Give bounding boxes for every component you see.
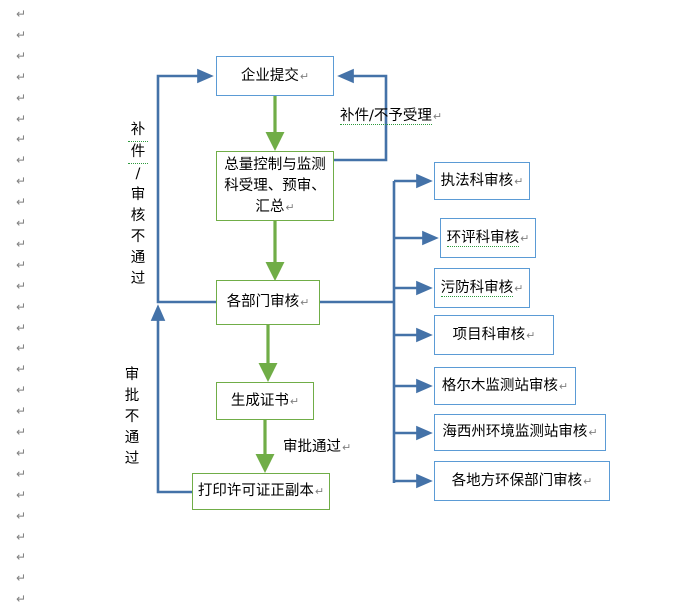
- node-print-license[interactable]: 打印许可证正副本↵: [192, 473, 330, 510]
- node-label: 打印许可证正副本: [197, 483, 314, 499]
- paragraph-mark-icon: ↵: [342, 441, 352, 454]
- paragraph-mark-icon: ↵: [558, 379, 569, 393]
- edge-label-char: 审: [124, 367, 140, 383]
- node-label: 各部门审核: [226, 294, 300, 310]
- paragraph-mark-icon: ↵: [16, 529, 27, 544]
- paragraph-mark-icon: ↵: [514, 174, 524, 188]
- edge-label-char: 批: [124, 388, 140, 404]
- node-label: 生成证书: [230, 392, 289, 409]
- paragraph-mark-icon: ↵: [16, 341, 27, 356]
- paragraph-mark-icon: ↵: [16, 27, 27, 42]
- paragraph-mark-icon: ↵: [16, 487, 27, 502]
- paragraph-mark-icon: ↵: [16, 69, 27, 84]
- node-local-epb-review[interactable]: 各地方环保部门审核↵: [434, 461, 610, 501]
- paragraph-mark-icon: ↵: [16, 7, 27, 21]
- edge-label-reject: 补件/不予受理↵: [340, 106, 442, 127]
- paragraph-mark-icon: ↵: [16, 174, 27, 189]
- paragraph-mark-icon: ↵: [16, 571, 27, 586]
- paragraph-mark-icon: ↵: [16, 445, 27, 460]
- paragraph-mark-icon: ↵: [16, 132, 27, 147]
- paragraph-mark-icon: ↵: [16, 111, 27, 126]
- edge-label-char: 过: [124, 451, 140, 467]
- paragraph-mark-icon: ↵: [300, 296, 310, 309]
- paragraph-mark-icon: ↵: [588, 426, 598, 439]
- edge-label-char: 不: [124, 409, 140, 425]
- edge-label-resubmit-or-rejected: 补件 / 审核不通过: [128, 120, 148, 290]
- paragraph-mark-icon: ↵: [16, 320, 27, 335]
- paragraph-mark-icon: ↵: [526, 328, 536, 342]
- paragraph-mark-icon: ↵: [314, 485, 325, 498]
- node-golmud-station-review[interactable]: 格尔木监测站审核↵: [434, 367, 576, 405]
- edge-label-char: 不: [130, 229, 146, 245]
- node-enforcement-review[interactable]: 执法科审核↵: [434, 162, 530, 200]
- paragraph-mark-icon: ↵: [583, 474, 593, 488]
- edge-label-char: 通: [130, 250, 146, 266]
- paragraph-mark-icon: ↵: [285, 200, 295, 214]
- paragraph-mark-icon: ↵: [16, 90, 27, 105]
- paragraph-mark-icon: ↵: [289, 394, 300, 408]
- paragraph-mark-icon: ↵: [16, 48, 27, 63]
- paragraph-mark-icon: ↵: [16, 404, 27, 419]
- edge-label-text: 审批通过: [283, 439, 341, 455]
- paragraph-mark-icon: ↵: [299, 69, 310, 83]
- paragraph-mark-icon: ↵: [16, 466, 27, 481]
- node-label: 污防科审核: [440, 279, 514, 297]
- edge-label-char: 件: [128, 142, 148, 164]
- paragraph-mark-icon: ↵: [16, 236, 27, 251]
- paragraph-mark-icon: ↵: [16, 425, 27, 439]
- edge-label-char: 补: [128, 120, 148, 142]
- node-label: 各地方环保部门审核: [451, 472, 583, 489]
- edge-label-char: 通: [124, 430, 140, 446]
- edge-label-char: /: [135, 166, 141, 182]
- paragraph-mark-icon: ↵: [16, 508, 27, 523]
- node-department-review[interactable]: 各部门审核↵: [216, 280, 320, 325]
- paragraph-mark-icon: ↵: [16, 216, 27, 230]
- node-project-department-review[interactable]: 项目科审核↵: [434, 315, 554, 355]
- node-pollution-control-review[interactable]: 污防科审核↵: [434, 268, 530, 308]
- node-label: 执法科审核: [440, 172, 514, 189]
- paragraph-mark-icon: ↵: [16, 362, 27, 377]
- node-label: 海西州环境监测站审核: [442, 424, 588, 440]
- node-generate-certificate[interactable]: 生成证书↵: [216, 382, 314, 420]
- node-enterprise-submit[interactable]: 企业提交↵: [216, 56, 334, 96]
- paragraph-mark-icon: ↵: [16, 383, 27, 398]
- paragraph-mark-icon: ↵: [16, 153, 27, 168]
- edge-label-approval-failed: 审批不通过: [122, 365, 142, 470]
- paragraph-mark-icon: ↵: [520, 231, 530, 245]
- node-label: 总量控制与监测科受理、预审、汇总: [224, 156, 326, 215]
- node-label: 项目科审核: [452, 326, 526, 343]
- paragraph-mark-icon: ↵: [16, 257, 27, 272]
- paragraph-mark-icon: ↵: [16, 299, 27, 314]
- node-haixi-station-review[interactable]: 海西州环境监测站审核↵: [434, 414, 606, 451]
- paragraph-mark-icon: ↵: [16, 278, 27, 293]
- edge-label-text: 补件/不予受理: [340, 108, 432, 125]
- paragraph-mark-icon: ↵: [16, 592, 27, 607]
- node-eia-review[interactable]: 环评科审核↵: [440, 218, 536, 258]
- edge-label-char: 过: [130, 271, 146, 287]
- paragraph-mark-icon: ↵: [514, 281, 524, 295]
- edge-label-approved: 审批通过↵: [283, 437, 351, 458]
- node-label: 格尔木监测站审核: [441, 377, 558, 394]
- paragraph-mark-icon: ↵: [16, 195, 27, 210]
- paragraph-mark-icon: ↵: [16, 550, 27, 565]
- node-label: 环评科审核: [446, 229, 520, 247]
- edge-label-char: 核: [130, 208, 146, 224]
- paragraph-mark-icon: ↵: [432, 110, 443, 123]
- node-label: 企业提交: [240, 67, 299, 84]
- node-intake-prereview[interactable]: 总量控制与监测科受理、预审、汇总↵: [216, 151, 334, 221]
- edge-label-char: 审: [130, 187, 146, 203]
